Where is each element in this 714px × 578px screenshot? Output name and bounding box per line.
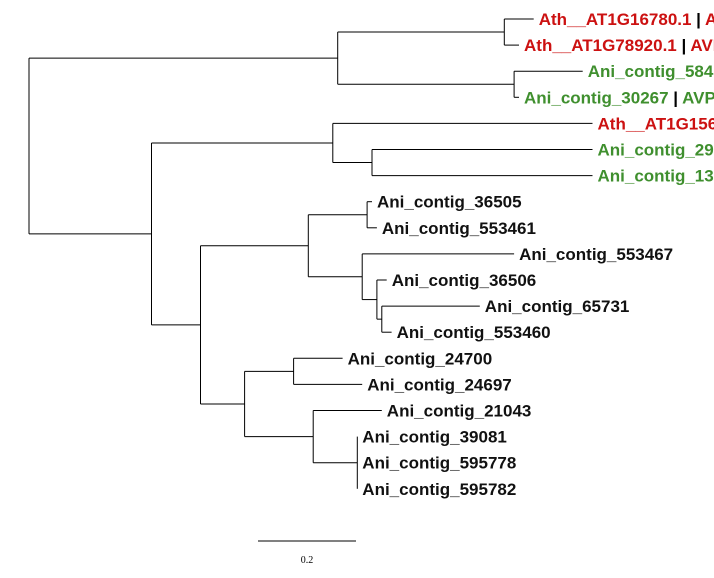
leaf-name: Ani_contig_553467 [519,245,673,264]
leaf-labels: Ath__AT1G16780.1 | AVPL2Ath__AT1G78920.1… [348,10,714,499]
leaf-label: Ani_contig_595782 [362,480,516,499]
leaf-label: Ani_contig_21043 [387,402,532,421]
leaf-label: Ani_contig_13818 | AVP1-4 [598,167,714,186]
leaf-separator: | [669,88,683,107]
leaf-name: Ani_contig_30267 [524,88,669,107]
leaf-name: Ani_contig_584593 [588,62,714,81]
leaf-label: Ani_contig_29140 | AVP1-3 [598,141,714,160]
leaf-label: Ath__AT1G78920.1 | AVPL1 [524,36,714,55]
leaf-tag: AVP1-2 [682,88,714,107]
leaf-separator: | [677,36,691,55]
leaf-name: Ani_contig_13818 [598,167,714,186]
leaf-name: Ani_contig_36506 [392,271,537,290]
leaf-name: Ani_contig_65731 [485,297,630,316]
leaf-name: Ani_contig_24700 [348,349,493,368]
leaf-name: Ani_contig_553461 [382,219,536,238]
leaf-label: Ani_contig_584593 | AVP1-1 [588,62,714,81]
leaf-label: Ani_contig_39081 [362,428,507,447]
leaf-name: Ath__AT1G15690.1 [598,114,714,133]
leaf-label: Ani_contig_553460 [397,323,551,342]
leaf-label: Ani_contig_65731 [485,297,630,316]
leaf-label: Ani_contig_553461 [382,219,536,238]
leaf-separator: | [691,10,705,29]
tree-branches [28,18,593,489]
leaf-label: Ath__AT1G16780.1 | AVPL2 [539,10,714,29]
leaf-name: Ani_contig_553460 [397,323,551,342]
leaf-name: Ani_contig_39081 [362,428,507,447]
leaf-tag: AVPL1 [690,36,714,55]
leaf-name: Ath__AT1G78920.1 [524,36,677,55]
leaf-name: Ani_contig_21043 [387,402,532,421]
leaf-label: Ath__AT1G15690.1 | AVP1 [598,114,714,133]
leaf-name: Ani_contig_29140 [598,141,714,160]
scale-bar: 0.2 [258,540,356,566]
leaf-label: Ani_contig_24700 [348,349,493,368]
leaf-label: Ani_contig_595778 [362,454,516,473]
leaf-name: Ath__AT1G16780.1 [539,10,692,29]
leaf-label: Ani_contig_36506 [392,271,537,290]
leaf-name: Ani_contig_595778 [362,454,516,473]
leaf-tag: AVPL2 [705,10,714,29]
leaf-name: Ani_contig_36505 [377,193,522,212]
leaf-label: Ani_contig_24697 [367,375,512,394]
leaf-name: Ani_contig_595782 [362,480,516,499]
scale-bar-label: 0.2 [301,555,314,566]
leaf-name: Ani_contig_24697 [367,375,512,394]
leaf-label: Ani_contig_553467 [519,245,673,264]
leaf-label: Ani_contig_30267 | AVP1-2 [524,88,714,107]
leaf-label: Ani_contig_36505 [377,193,522,212]
